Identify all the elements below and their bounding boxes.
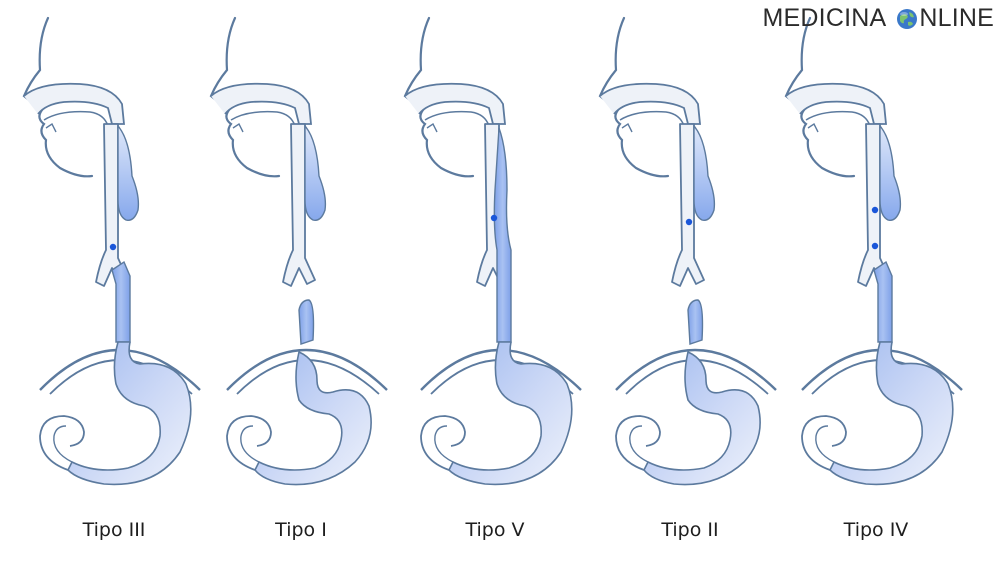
esophagus-upper-pouch (304, 124, 327, 221)
panel-label-3: Tipo II (661, 519, 719, 541)
fistula-dot-0 (109, 243, 117, 251)
diaphragm-outer (615, 348, 777, 391)
fistula-dot-0 (685, 218, 693, 226)
esophagus-upper-pouch (693, 124, 716, 221)
anatomy-panel-4 (784, 16, 963, 486)
diaphragm-outer (226, 348, 388, 391)
esophagus-continuous (493, 127, 512, 343)
medicina-online-logo: MEDICINA NLINE (763, 4, 994, 33)
face-profile (403, 16, 475, 178)
anatomy-panel-0 (22, 16, 201, 486)
stomach (829, 341, 954, 486)
stomach (254, 351, 372, 486)
stomach (67, 341, 192, 486)
fistula-dot-0 (490, 214, 498, 222)
anatomy-panel-2 (403, 16, 582, 486)
teeth-line (232, 122, 244, 133)
logo-text-left: MEDICINA (762, 4, 887, 32)
face-profile (784, 16, 856, 178)
duodenum-inner (815, 425, 835, 463)
face-profile (22, 16, 94, 178)
duodenum (615, 415, 661, 471)
panel-label-2: Tipo V (465, 519, 525, 541)
face-profile (598, 16, 670, 178)
palate-line (619, 110, 685, 127)
anatomy-panel-3 (598, 16, 777, 486)
panel-label-1: Tipo I (275, 519, 327, 541)
esophagus-lower-segment (873, 260, 893, 343)
palate-line (43, 110, 109, 127)
palate-line (805, 110, 871, 127)
duodenum (39, 415, 85, 471)
face-profile (209, 16, 281, 178)
palate-line (424, 110, 490, 127)
duodenum (801, 415, 847, 471)
teeth-line (621, 122, 633, 133)
teeth-line (807, 122, 819, 133)
esophagus-lower-segment (111, 260, 131, 343)
esophagus-upper-pouch (117, 124, 140, 221)
palate-line (230, 110, 296, 127)
trachea (671, 123, 705, 287)
duodenum-inner (240, 425, 260, 463)
fistula-dot-1 (871, 242, 879, 250)
logo-text-right: NLINE (919, 4, 994, 32)
duodenum-inner (53, 425, 73, 463)
anatomy-panel-1 (209, 16, 388, 486)
esophagus-lower-stump (298, 299, 315, 345)
globe-icon (897, 8, 918, 29)
panel-label-4: Tipo IV (843, 519, 909, 541)
trachea (282, 123, 316, 287)
stomach (448, 341, 573, 486)
stomach (643, 351, 761, 486)
fistula-dot-0 (871, 206, 879, 214)
duodenum-inner (434, 425, 454, 463)
esophagus-upper-pouch (879, 124, 902, 221)
duodenum (420, 415, 466, 471)
teeth-line (426, 122, 438, 133)
esophagus-lower-stump (687, 299, 704, 345)
panel-label-0: Tipo III (82, 519, 146, 541)
duodenum (226, 415, 272, 471)
teeth-line (45, 122, 57, 133)
duodenum-inner (629, 425, 649, 463)
